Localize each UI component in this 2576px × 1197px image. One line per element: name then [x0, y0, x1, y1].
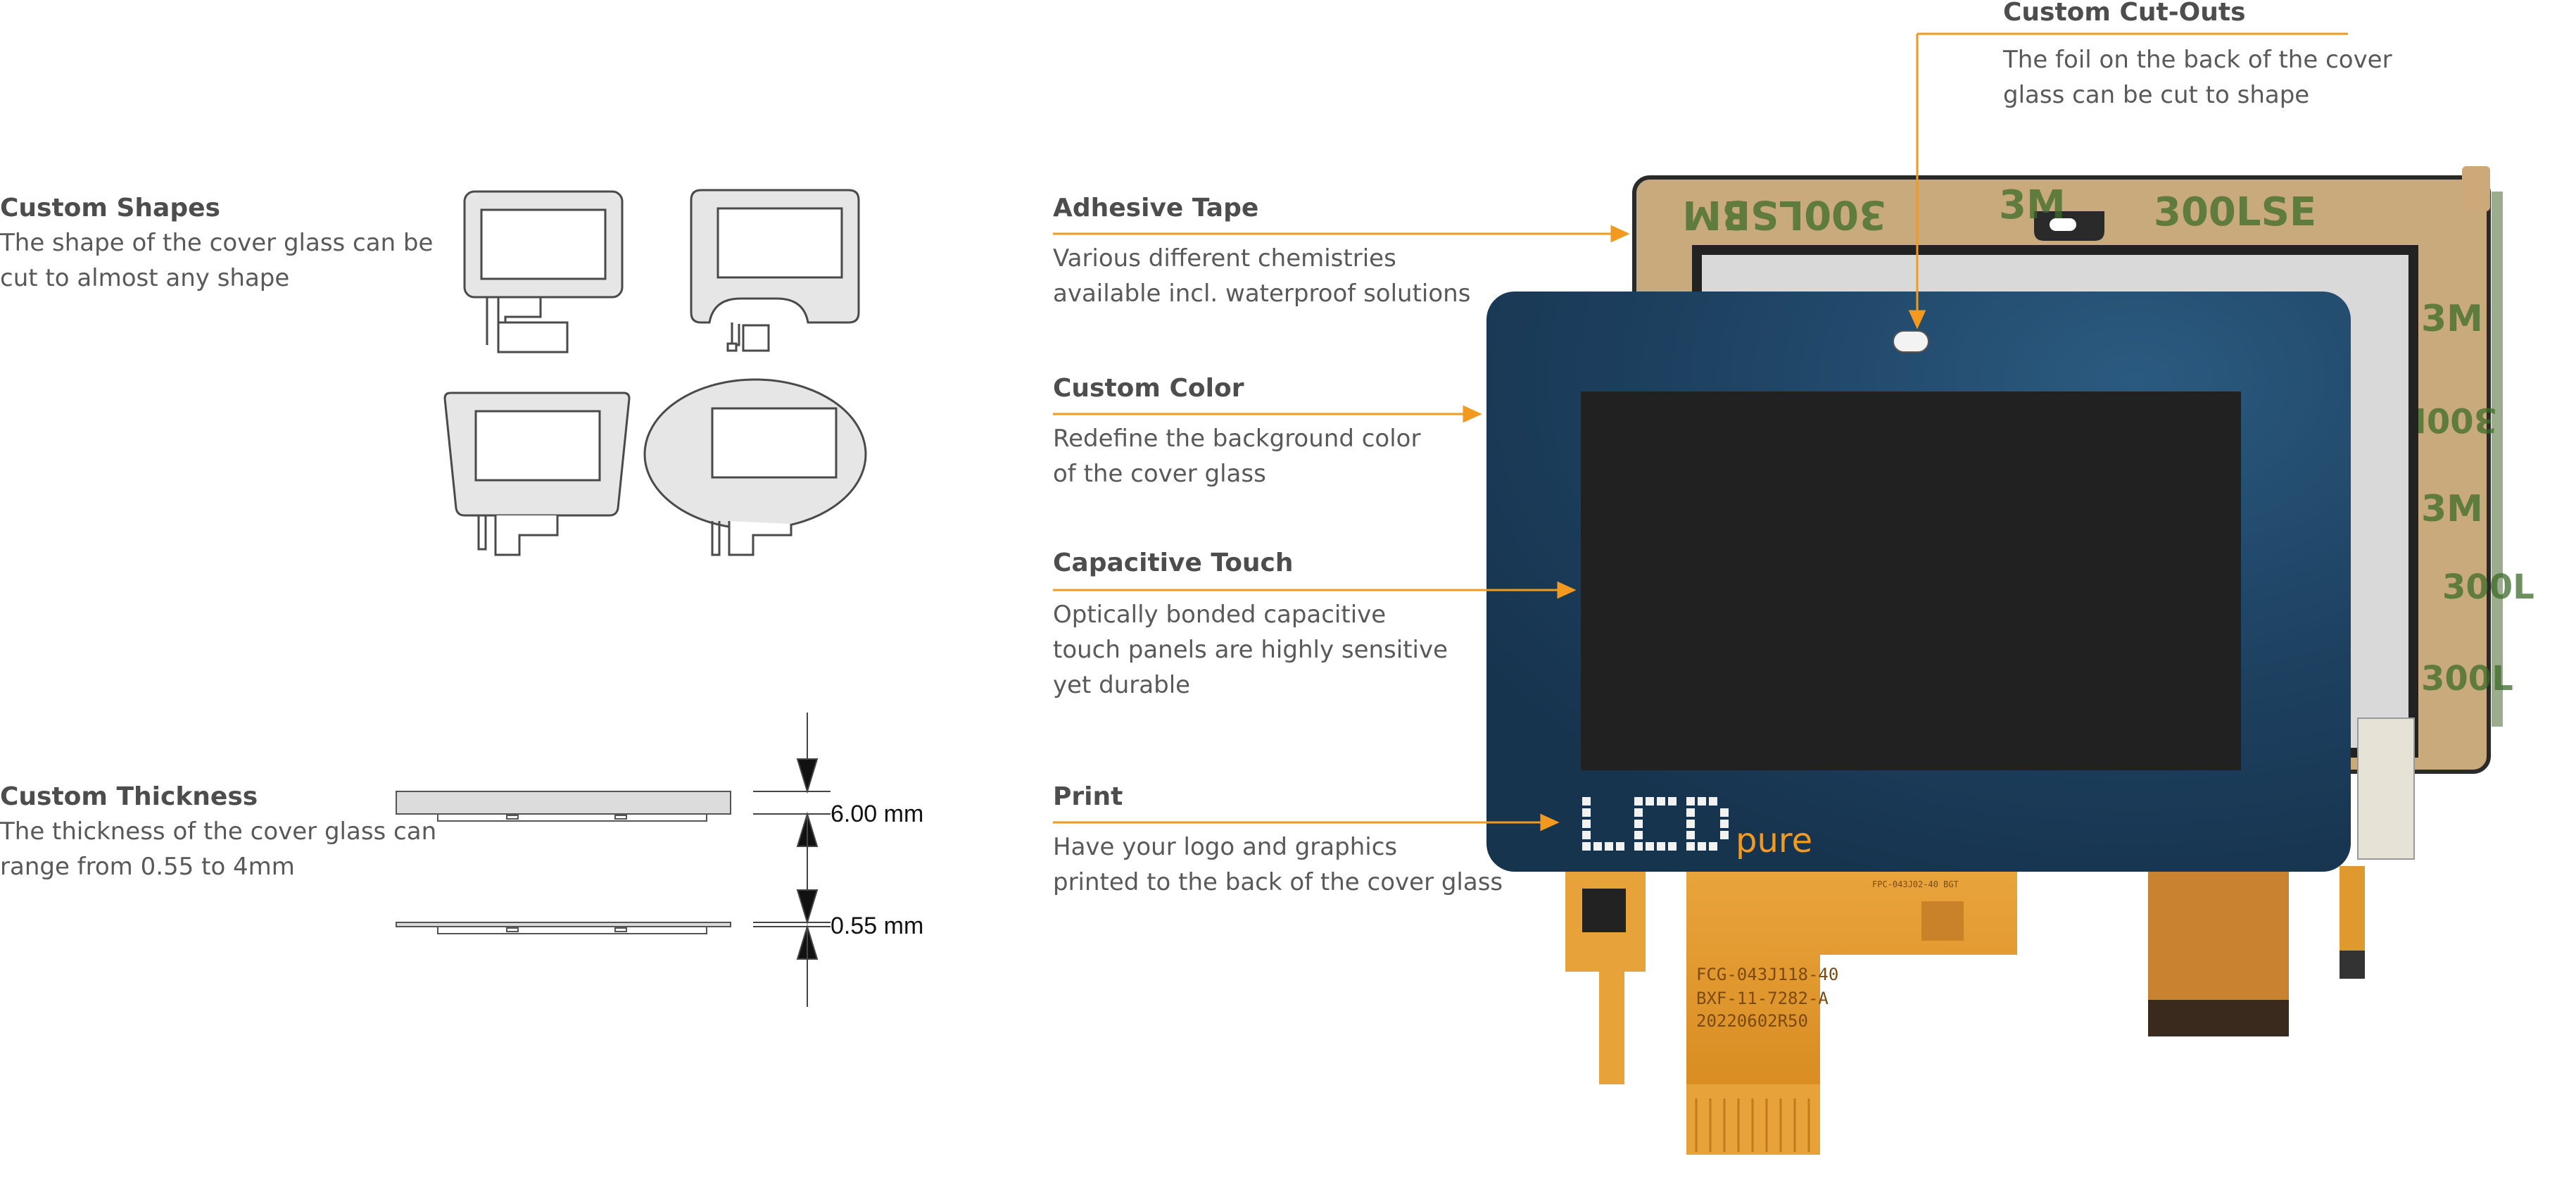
backlight-panel [1702, 255, 2408, 748]
logo-lcd-dots [1582, 797, 1729, 851]
flex-cables [1565, 866, 2365, 1155]
description-line: Optically bonded capacitive [1053, 601, 1387, 629]
tape-mark-300lse: 300L [2442, 568, 2534, 607]
fpc-code: FCG-043J118-40 [1696, 965, 1838, 984]
lcd-screen [1581, 391, 2241, 770]
custom-thickness-description: The thickness of the cover glass can ran… [0, 814, 436, 884]
description-line: The shape of the cover glass can be [0, 229, 434, 257]
thickness-6mm-label: 6.00 mm [831, 801, 924, 827]
tape-mark-300lse: 300LSE [2358, 400, 2497, 439]
description-line: printed to the back of the cover glass [1053, 868, 1503, 896]
touch-fpc-right [2357, 717, 2415, 860]
description-line: Have your logo and graphics [1053, 833, 1398, 861]
description-line: The foil on the back of the cover [2003, 46, 2392, 74]
print-description: Have your logo and graphics printed to t… [1053, 829, 1503, 900]
tape-mark-3m: 3M [2421, 298, 2483, 340]
lcd-frame [1692, 245, 2418, 758]
fpc-code: 20220602R50 [1696, 1011, 1808, 1031]
description-line: range from 0.55 to 4mm [0, 853, 295, 881]
description-line: Redefine the background color [1053, 425, 1421, 453]
fpc-code: BXF-11-7282-A [1696, 989, 1829, 1008]
tape-mark-3m: 3M [1999, 182, 2066, 228]
fpc-printing: FPC-043J02-40 BGT FCG-043J118-40 BXF-11-… [1696, 879, 1959, 1031]
adhesive-tape-title: Adhesive Tape [1053, 194, 1259, 223]
fpc-code-small: FPC-043J02-40 BGT [1872, 879, 1959, 889]
custom-color-title: Custom Color [1053, 374, 1244, 403]
capacitive-touch-description: Optically bonded capacitive touch panels… [1053, 597, 1448, 703]
custom-color-description: Redefine the background color of the cov… [1053, 421, 1420, 491]
shape-scalloped-drawing [690, 189, 860, 352]
description-line: yet durable [1053, 671, 1191, 699]
tape-mark-300lse: 300L [2421, 659, 2513, 698]
lcd-pure-logo: pure [1582, 797, 1812, 860]
adhesive-tape-backing [1632, 166, 2503, 774]
thin-glass-drawing [396, 922, 731, 934]
tape-mark-300lse: 300LSE [2154, 189, 2316, 235]
thick-glass-drawing [396, 791, 731, 822]
tape-mark-300lse: 300LSE [1724, 192, 1886, 237]
shape-drawings [396, 189, 867, 1007]
custom-cutouts-description: The foil on the back of the cover glass … [2003, 42, 2392, 113]
thickness-055mm-label: 0.55 mm [831, 913, 924, 939]
description-line: The thickness of the cover glass can [0, 817, 437, 846]
custom-shapes-title: Custom Shapes [0, 194, 220, 223]
description-line: cut to almost any shape [0, 264, 290, 292]
shape-ellipse-drawing [643, 378, 867, 556]
custom-shapes-description: The shape of the cover glass can be cut … [0, 225, 433, 296]
custom-cutouts-title: Custom Cut-Outs [2003, 0, 2246, 27]
tape-mark-3m: 3M [2421, 488, 2483, 530]
custom-cutout [1893, 330, 1929, 353]
description-line: available incl. waterproof solutions [1053, 280, 1471, 308]
custom-thickness-title: Custom Thickness [0, 782, 258, 811]
description-line: Various different chemistries [1053, 244, 1396, 272]
cover-glass [1486, 292, 2351, 872]
description-line: touch panels are highly sensitive [1053, 636, 1448, 664]
capacitive-touch-title: Capacitive Touch [1053, 549, 1294, 577]
description-line: glass can be cut to shape [2003, 81, 2310, 109]
tape-mark-3m: 3M [1682, 192, 1749, 237]
tape-markings: 3M 300LSE 3M 300LSE 3M 300LSE 3M 300L 30… [1682, 182, 2534, 698]
adhesive-tape-description: Various different chemistries available … [1053, 241, 1470, 311]
print-title: Print [1053, 782, 1123, 811]
logo-pure-text: pure [1736, 821, 1812, 860]
shape-rectangle-drawing [463, 190, 624, 353]
dimension-lines [753, 713, 831, 1007]
shape-trapezoid-drawing [443, 391, 631, 556]
description-line: of the cover glass [1053, 460, 1266, 488]
